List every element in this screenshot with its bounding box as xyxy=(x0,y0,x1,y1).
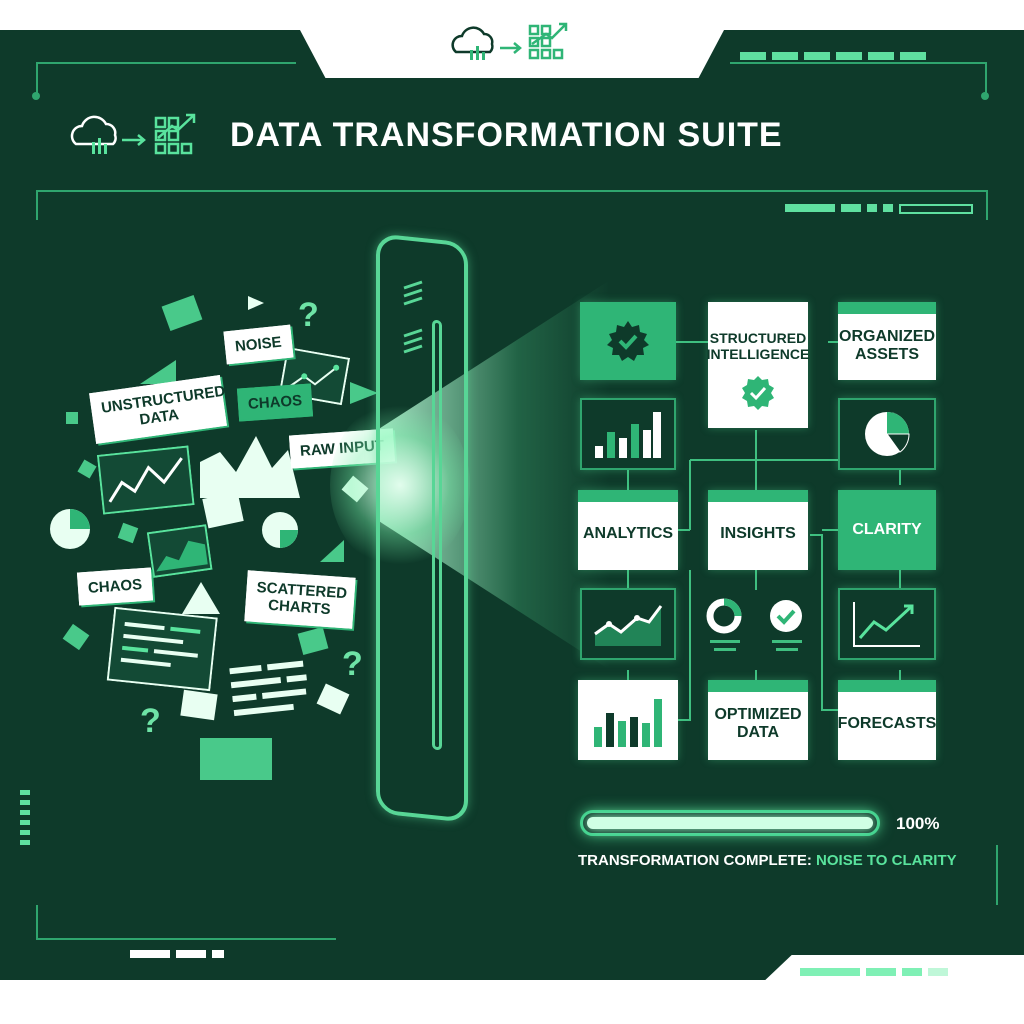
chaos-label-chaos: CHAOS xyxy=(236,383,314,422)
tile-clarity: CLARITY xyxy=(838,490,936,570)
tile-insights: INSIGHTS xyxy=(708,490,808,570)
frame-line xyxy=(996,845,998,905)
chaos-label-noise: NOISE xyxy=(223,324,294,365)
tile-analytics: ANALYTICS xyxy=(578,490,678,570)
progress-percent: 100% xyxy=(896,814,940,833)
tile-organized-label: ORGANIZED ASSETS xyxy=(839,327,935,363)
gear-check-icon xyxy=(607,321,649,361)
scattered-text-block-icon xyxy=(229,656,315,729)
tile-pie-chart xyxy=(838,398,936,470)
tile-donut-check xyxy=(706,596,810,660)
app-title: DATA TRANSFORMATION SUITE xyxy=(230,115,783,154)
tile-forecasts: FORECASTS xyxy=(838,680,936,760)
scattered-area-chart-icon xyxy=(146,524,214,583)
tile-organized-assets: ORGANIZED ASSETS xyxy=(838,302,936,380)
bar-chart-icon xyxy=(595,412,661,458)
transformation-progress-bar xyxy=(580,810,880,836)
portal-vent-icon xyxy=(402,280,426,365)
area-chart-icon xyxy=(594,605,663,646)
tile-clarity-label: CLARITY xyxy=(852,520,922,538)
question-mark-icon: ? xyxy=(140,702,161,740)
footer-dash-strip xyxy=(130,950,224,958)
donut-check-icon xyxy=(706,598,802,651)
frame-line xyxy=(36,62,38,94)
tile-bar-chart xyxy=(580,398,676,470)
header: DATA TRANSFORMATION SUITE xyxy=(70,110,783,160)
chaos-label-chaos-2: CHAOS xyxy=(76,567,154,606)
top-notch xyxy=(300,30,724,78)
frame-dot xyxy=(981,92,989,100)
status-prefix: TRANSFORMATION COMPLETE: xyxy=(578,852,817,869)
question-mark-icon: ? xyxy=(298,296,319,334)
frame-line xyxy=(36,190,986,192)
tile-optimized-data: OPTIMIZED DATA xyxy=(708,680,808,760)
tile-structured-label: STRUCTURED INTELLIGENCE xyxy=(706,330,810,363)
grid-connectors xyxy=(560,290,960,775)
bar-chart-icon xyxy=(594,699,662,747)
scattered-mountain-chart-icon xyxy=(200,428,300,503)
chaos-label-scattered-charts: SCATTERED CHARTS xyxy=(244,570,356,629)
frame-dot xyxy=(32,92,40,100)
tile-optimized-label: OPTIMIZED DATA xyxy=(714,705,802,741)
scattered-pie-chart-icon xyxy=(258,508,302,557)
scattered-document-icon xyxy=(106,606,218,696)
tile-gear-check xyxy=(580,302,676,380)
top-logo-icon xyxy=(450,20,574,71)
status-text: TRANSFORMATION COMPLETE: NOISE TO CLARIT… xyxy=(578,852,957,869)
tile-bar-chart-2 xyxy=(578,680,678,760)
bottom-dash-strip xyxy=(800,968,948,976)
status-highlight: NOISE TO CLARITY xyxy=(816,852,957,869)
portal-glow xyxy=(330,400,470,570)
tile-structured-intelligence: STRUCTURED INTELLIGENCE xyxy=(706,302,810,428)
divider-dash-strip xyxy=(785,204,973,214)
left-dash-strip xyxy=(20,790,30,845)
header-logo-icon xyxy=(70,110,210,160)
scattered-pie-chart-icon xyxy=(46,505,94,558)
frame-line xyxy=(985,62,987,94)
tile-forecasts-label: FORECASTS xyxy=(837,714,937,732)
tile-analytics-label: ANALYTICS xyxy=(582,524,674,542)
header-dash-strip xyxy=(740,52,926,60)
badge-check-icon xyxy=(742,376,774,411)
pie-chart-icon xyxy=(865,412,910,456)
frame-line xyxy=(730,62,985,64)
question-mark-icon: ? xyxy=(342,645,363,683)
frame-line xyxy=(36,62,296,64)
trend-up-chart-icon xyxy=(853,602,920,647)
tile-area-chart xyxy=(580,588,676,660)
portal-inner-bar xyxy=(432,319,442,751)
progress-fill xyxy=(587,817,873,829)
frame-line xyxy=(36,938,336,940)
frame-line xyxy=(36,190,38,220)
scattered-line-chart-icon xyxy=(96,445,195,519)
data-fragment xyxy=(66,412,78,424)
frame-line xyxy=(36,905,38,940)
tile-trend-chart xyxy=(838,588,936,660)
tile-insights-label: INSIGHTS xyxy=(720,524,796,542)
data-fragment xyxy=(200,738,272,780)
frame-line xyxy=(986,190,988,220)
